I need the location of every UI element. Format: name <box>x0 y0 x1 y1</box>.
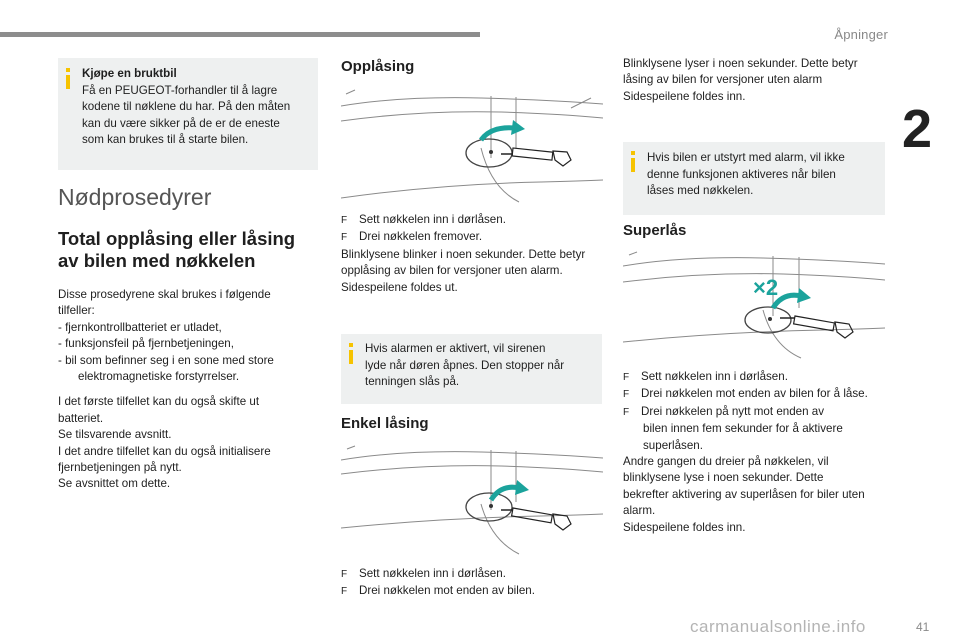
text-line: blinklysene lyse i noen sekunder. Dette <box>623 471 824 485</box>
text-line: fjernbetjeningen på nytt. <box>58 461 182 475</box>
info-line: Få en PEUGEOT-forhandler til å lagre <box>82 83 278 97</box>
heading-simple-lock: Enkel låsing <box>341 415 429 432</box>
step-bullet: F <box>341 232 348 244</box>
unlock-instructions: F Sett nøkkelen inn i dørlåsen. F Drei nøk… <box>341 212 585 296</box>
section-title: Åpninger <box>834 27 888 42</box>
step-text: Drei nøkkelen på nytt mot enden av <box>641 404 825 418</box>
text-line: - funksjonsfeil på fjernbetjeningen, <box>58 337 234 351</box>
subheading-line: Total opplåsing eller låsing <box>58 228 296 249</box>
text-line: - fjernkontrollbatteriet er utladet, <box>58 320 222 334</box>
step-item: F Drei nøkkelen på nytt mot enden av <box>623 404 868 421</box>
unlock-illustration <box>341 89 603 203</box>
page-number: 41 <box>916 620 930 634</box>
text-line: alarm. <box>623 504 656 518</box>
info-box-alarm-lock: Hvis bilen er utstyrt med alarm, vil ikk… <box>623 142 885 215</box>
text-line: Andre gangen du dreier på nøkkelen, vil <box>623 455 829 469</box>
step-item: F Drei nøkkelen mot enden av bilen for å … <box>623 386 868 403</box>
step-item: F Sett nøkkelen inn i dørlåsen. <box>623 369 868 386</box>
subheading: Total opplåsing eller låsing av bilen me… <box>58 228 295 272</box>
chapter-number: 2 <box>902 99 933 159</box>
step-bullet: F <box>341 569 348 580</box>
paragraph-conditions: Disse prosedyrene skal brukes i følgende… <box>58 287 274 493</box>
info-line: lyde når døren åpnes. Den stopper når <box>365 358 565 372</box>
info-line: som kan brukes til å starte bilen. <box>82 133 249 146</box>
superlock-instructions: F Sett nøkkelen inn i dørlåsen. F Drei nøk… <box>623 369 868 536</box>
info-line: låses med nøkkelen. <box>647 184 754 197</box>
header-rule <box>0 32 480 37</box>
step-text: Sett nøkkelen inn i dørlåsen. <box>359 213 506 226</box>
text-line: Blinklysene lyser i noen sekunder. Dette… <box>623 57 858 70</box>
step-item: F Sett nøkkelen inn i dørlåsen. <box>341 212 585 229</box>
step-bullet: F <box>623 389 630 401</box>
text-line: elektromagnetiske forstyrrelser. <box>78 370 240 384</box>
step-text: Drei nøkkelen mot enden av bilen for å l… <box>641 387 868 401</box>
text-line: superlåsen. <box>643 438 703 452</box>
step-item: F Drei nøkkelen mot enden av bilen. <box>341 583 535 600</box>
multiplier-label: ×2 <box>753 275 778 300</box>
lock-instructions: F Sett nøkkelen inn i dørlåsen. F Drei nøk… <box>341 566 535 601</box>
text-line: Sidespeilene foldes ut. <box>341 280 458 294</box>
step-text: Drei nøkkelen fremover. <box>359 230 483 244</box>
subheading-line: av bilen med nøkkelen <box>58 250 256 271</box>
info-box-used-car: Kjøpe en bruktbil Få en PEUGEOT-forhandl… <box>58 58 318 170</box>
step-text: Drei nøkkelen mot enden av bilen. <box>359 584 535 598</box>
step-bullet: F <box>341 215 348 226</box>
text-line: bilen innen fem sekunder for å aktivere <box>643 422 843 436</box>
text-line: Se tilsvarende avsnitt. <box>58 428 172 442</box>
info-title: Kjøpe en bruktbil <box>82 67 177 80</box>
text-line: bekrefter aktivering av superlåsen for b… <box>623 487 865 501</box>
info-line: kan du være sikker på de er de eneste <box>82 116 280 130</box>
heading-superlock: Superlås <box>623 222 687 239</box>
info-box-alarm: Hvis alarmen er aktivert, vil sirenen ly… <box>341 334 602 404</box>
step-item: F Sett nøkkelen inn i dørlåsen. <box>341 566 535 583</box>
text-line: batteriet. <box>58 411 104 425</box>
info-line: denne funksjonen aktiveres når bilen <box>647 167 836 181</box>
text-line: I det første tilfellet kan du også skift… <box>58 395 260 409</box>
section-heading: Nødprosedyrer <box>58 184 212 210</box>
step-bullet: F <box>623 372 630 383</box>
step-bullet: F <box>623 406 630 418</box>
lock-result-text: Blinklysene lyser i noen sekunder. Dette… <box>623 56 858 105</box>
info-line: kodene til nøklene du har. På den måten <box>82 100 291 113</box>
info-line: Hvis alarmen er aktivert, vil sirenen <box>365 342 546 355</box>
text-line: Blinklysene blinker i noen sekunder. Det… <box>341 247 586 261</box>
text-line: tilfeller: <box>58 304 95 318</box>
info-icon <box>349 343 353 364</box>
text-line: Sidespeilene foldes inn. <box>623 89 746 103</box>
step-text: Sett nøkkelen inn i dørlåsen. <box>359 567 506 580</box>
text-line: Sidespeilene foldes inn. <box>623 520 746 534</box>
text-line: Disse prosedyrene skal brukes i følgende <box>58 288 271 301</box>
info-line: tenningen slås på. <box>365 375 460 388</box>
text-line: Se avsnittet om dette. <box>58 477 171 491</box>
text-line: I det andre tilfellet kan du også initia… <box>58 444 271 458</box>
text-line: - bil som befinner seg i en sone med sto… <box>58 353 274 367</box>
superlock-illustration: ×2 <box>623 251 885 359</box>
step-item: F Drei nøkkelen fremover. <box>341 229 585 246</box>
step-bullet: F <box>341 586 348 598</box>
info-line: Hvis bilen er utstyrt med alarm, vil ikk… <box>647 151 845 164</box>
info-icon <box>631 151 635 172</box>
text-line: opplåsing av bilen for versjoner uten al… <box>341 264 563 278</box>
lock-illustration <box>341 445 603 555</box>
step-text: Sett nøkkelen inn i dørlåsen. <box>641 370 788 383</box>
watermark: carmanualsonline.info <box>690 617 866 636</box>
info-icon <box>66 68 70 89</box>
text-line: låsing av bilen for versjoner uten alarm <box>623 73 823 87</box>
heading-unlock: Opplåsing <box>341 58 415 75</box>
